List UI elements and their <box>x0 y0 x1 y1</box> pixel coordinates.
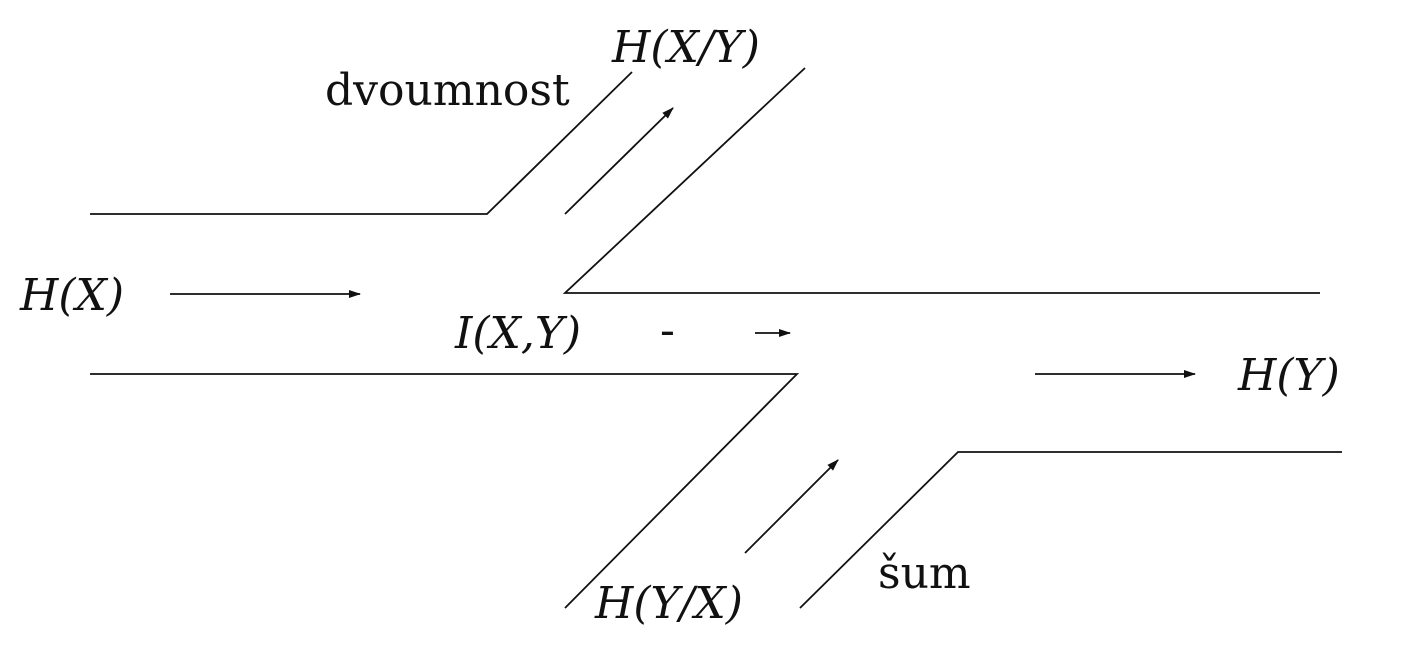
label-equivocation: dvoumnost <box>325 65 570 116</box>
label-hx: H(X) <box>19 270 124 321</box>
label-ixy: I(X,Y) <box>454 308 581 359</box>
arrow-equivocation <box>564 107 674 215</box>
label-hy: H(Y) <box>1237 350 1340 401</box>
lower-left-wall <box>90 373 800 609</box>
arrow-noise <box>744 459 839 554</box>
label-hxy-cond: H(X/Y) <box>611 22 760 73</box>
upper-left-wall <box>90 71 633 215</box>
label-dash: - <box>660 305 675 356</box>
label-noise: šum <box>878 548 971 599</box>
lower-right-wall <box>799 451 1342 609</box>
label-hyx-cond: H(Y/X) <box>594 578 743 629</box>
upper-right-wall <box>562 67 1320 294</box>
